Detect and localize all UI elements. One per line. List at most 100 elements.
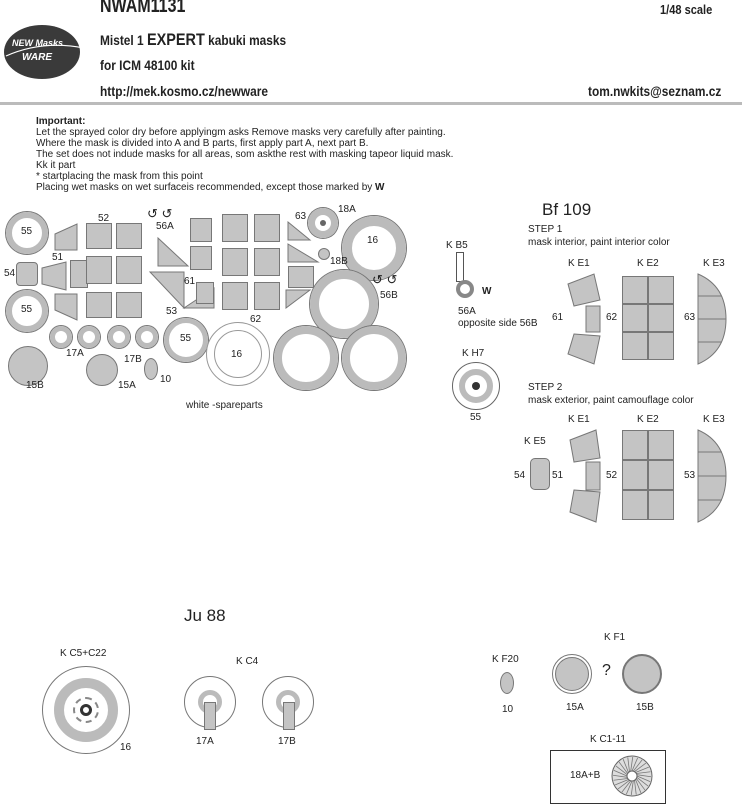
square-mask [86, 256, 112, 284]
mask-ring-small [50, 326, 72, 348]
mask-ring-small [108, 326, 130, 348]
fan-spoke [612, 774, 628, 778]
part-label: 15B [26, 380, 44, 391]
part-label: 15A [118, 380, 136, 391]
fan-spoke [636, 776, 649, 787]
square-mask [116, 256, 142, 284]
wet-mark-icon: W [375, 182, 385, 193]
mask-dot [320, 220, 326, 226]
grid-cell [648, 430, 674, 460]
part-label: 16 [367, 235, 379, 246]
part-label: 62 [250, 314, 262, 325]
kf20-oval [500, 672, 514, 694]
spare-ring [274, 326, 338, 390]
hook-icon: ↺ ↺ [372, 272, 398, 287]
website-link[interactable]: http://mek.kosmo.cz/newware [100, 83, 268, 99]
ke3-frame-icon [697, 429, 727, 523]
kc4-part-a: 17A [196, 736, 214, 747]
step1-part-label: 62 [606, 312, 618, 323]
triangle-mask-icon [148, 271, 185, 310]
triangle-mask-icon [54, 293, 78, 321]
grid-cell [648, 332, 674, 360]
square-mask [190, 218, 212, 242]
mask-disc [86, 354, 118, 386]
triangle-mask-icon [287, 220, 312, 241]
header-divider [0, 102, 742, 105]
grid-cell [622, 430, 648, 460]
engine-fan-icon [611, 755, 653, 797]
fan-spoke [630, 780, 634, 796]
mask-disc [8, 346, 48, 386]
square-mask [222, 248, 248, 276]
ke3-label: K E3 [703, 258, 725, 269]
fan-spoke [636, 774, 652, 778]
logo-text-bottom: WARE [22, 52, 52, 63]
kc5-number: 16 [120, 742, 132, 753]
part-label: 55 [21, 304, 33, 315]
part-label: 18A [338, 204, 356, 215]
fan-spoke [618, 761, 628, 774]
email-link[interactable]: tom.nwkits@seznam.cz [588, 83, 722, 99]
notes-block: Important: Let the sprayed color dry bef… [36, 116, 496, 193]
mask-ring [308, 208, 338, 238]
ke1-label: K E1 [568, 414, 590, 425]
fan-spoke [617, 780, 630, 790]
kf1-part-b: 15B [636, 702, 654, 713]
fan-spoke [635, 766, 649, 773]
square-mask [254, 248, 280, 276]
spare-parts-note: white -spareparts [186, 400, 263, 411]
fan-spoke [636, 778, 646, 791]
rounded-mask [16, 262, 38, 286]
kc4-wheel-b-strut [283, 702, 295, 730]
kf1-part-a: 15A [566, 702, 584, 713]
grid-cell [648, 460, 674, 490]
kf1-label: K F1 [604, 632, 626, 643]
kc1-label: K C1-11 [590, 734, 626, 745]
kf1-disc-a [552, 654, 592, 694]
grid-cell [648, 490, 674, 520]
kc4-wheel-a-strut [204, 702, 216, 730]
part-label: 56B [380, 290, 398, 301]
kh7-label: K H7 [462, 348, 485, 359]
part-label: 17A [66, 348, 84, 359]
part-label: 56A [156, 221, 174, 232]
mask-dot [318, 248, 330, 260]
stick-base-icon [456, 280, 474, 298]
step1-part-label: 61 [552, 312, 564, 323]
ke1-canopy-icon [567, 273, 601, 365]
step2-title: STEP 2 [528, 382, 563, 393]
triangle-mask-icon [285, 289, 312, 309]
step2-part-label: 54 [514, 470, 526, 481]
part-label: 51 [52, 252, 64, 263]
hook-icon: ↺ ↺ [147, 206, 173, 221]
ke5-label: K E5 [524, 436, 546, 447]
step2-part-label: 53 [684, 470, 696, 481]
mask-ring [6, 212, 48, 254]
note-line: Placing wet masks on wet surfaceis recom… [36, 182, 496, 193]
kc5-wheel-hub [73, 697, 99, 723]
note-line: * startplacing the mask from this point [36, 171, 203, 182]
mask-oval [144, 358, 158, 380]
part-label: 16 [231, 349, 243, 360]
kf1-disc-b [622, 654, 662, 694]
square-mask [222, 282, 248, 310]
triangle-mask-icon [157, 236, 190, 267]
brand-logo: NEW Masks WARE [2, 22, 86, 82]
kc5-wheel-icon [42, 666, 130, 754]
ke2-grid [622, 430, 674, 522]
mask-ring [310, 270, 378, 338]
wet-mark-icon: W [482, 286, 492, 297]
grid-cell [622, 460, 648, 490]
fan-spoke [621, 780, 632, 793]
fan-spoke [615, 765, 628, 776]
mask-ring [342, 216, 406, 280]
square-mask [190, 246, 212, 270]
kit-reference: for ICM 48100 kit [100, 57, 195, 73]
kh7-dial-ring [459, 369, 493, 403]
grid-cell [648, 304, 674, 332]
part-label: 55 [180, 333, 192, 344]
mask-ring-small [78, 326, 100, 348]
fan-spoke [635, 779, 642, 793]
step1-desc: mask interior, paint interior color [528, 237, 670, 248]
square-mask [116, 292, 142, 318]
